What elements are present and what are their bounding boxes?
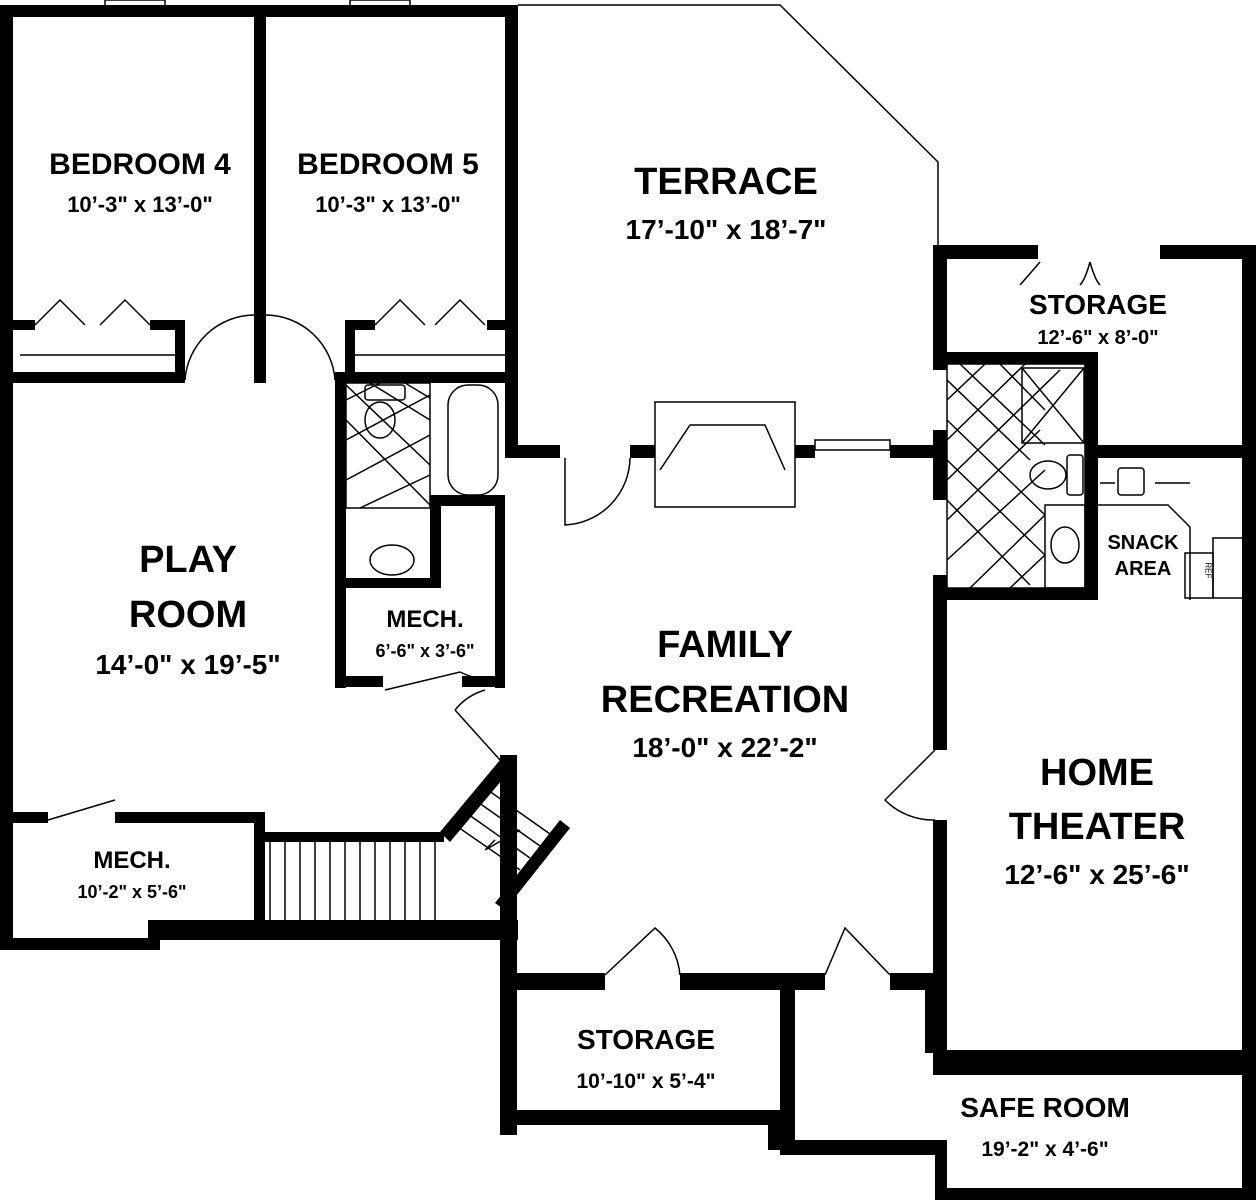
mech-large-size: 10’-2" x 5’-6" <box>77 882 187 902</box>
home-theater-name-line1: HOME <box>1040 752 1154 794</box>
refrigerator-label: REF <box>1203 562 1213 579</box>
bedroom4-name: BEDROOM 4 <box>49 148 231 181</box>
family-recreation-name-line1: FAMILY <box>657 624 793 666</box>
safe-room-size: 19’-2" x 4’-6" <box>981 1138 1109 1161</box>
play-room-name-line1: PLAY <box>139 539 237 581</box>
bedroom4-size: 10’-3" x 13’-0" <box>67 192 213 217</box>
storage-bottom-name: STORAGE <box>577 1024 715 1055</box>
snack-area-name-line1: SNACK <box>1107 532 1179 554</box>
mech-small-size: 6’-6" x 3’-6" <box>375 641 475 661</box>
terrace-name: TERRACE <box>634 161 818 203</box>
terrace-size: 17’-10" x 18’-7" <box>625 214 827 245</box>
home-theater-name-line2: THEATER <box>1008 806 1186 848</box>
bedroom5-name: BEDROOM 5 <box>297 148 479 181</box>
storage-top-name: STORAGE <box>1029 289 1167 320</box>
storage-bottom-size: 10’-10" x 5’-4" <box>576 1070 716 1093</box>
stairs <box>269 787 551 920</box>
family-recreation-size: 18’-0" x 22’-2" <box>632 732 818 763</box>
family-recreation-name-line2: RECREATION <box>600 679 850 721</box>
safe-room-name: SAFE ROOM <box>960 1092 1130 1123</box>
play-room-size: 14’-0" x 19’-5" <box>95 649 281 680</box>
home-theater-size: 12’-6" x 25’-6" <box>1004 859 1190 890</box>
mech-large-name: MECH. <box>93 847 171 874</box>
play-room-name-line2: ROOM <box>128 594 248 636</box>
bedroom5-size: 10’-3" x 13’-0" <box>315 192 461 217</box>
mech-small-name: MECH. <box>386 606 464 633</box>
snack-area-name-line2: AREA <box>1114 558 1172 580</box>
storage-top-size: 12’-6" x 8’-0" <box>1037 327 1159 349</box>
fixtures-and-doors <box>20 0 1244 976</box>
